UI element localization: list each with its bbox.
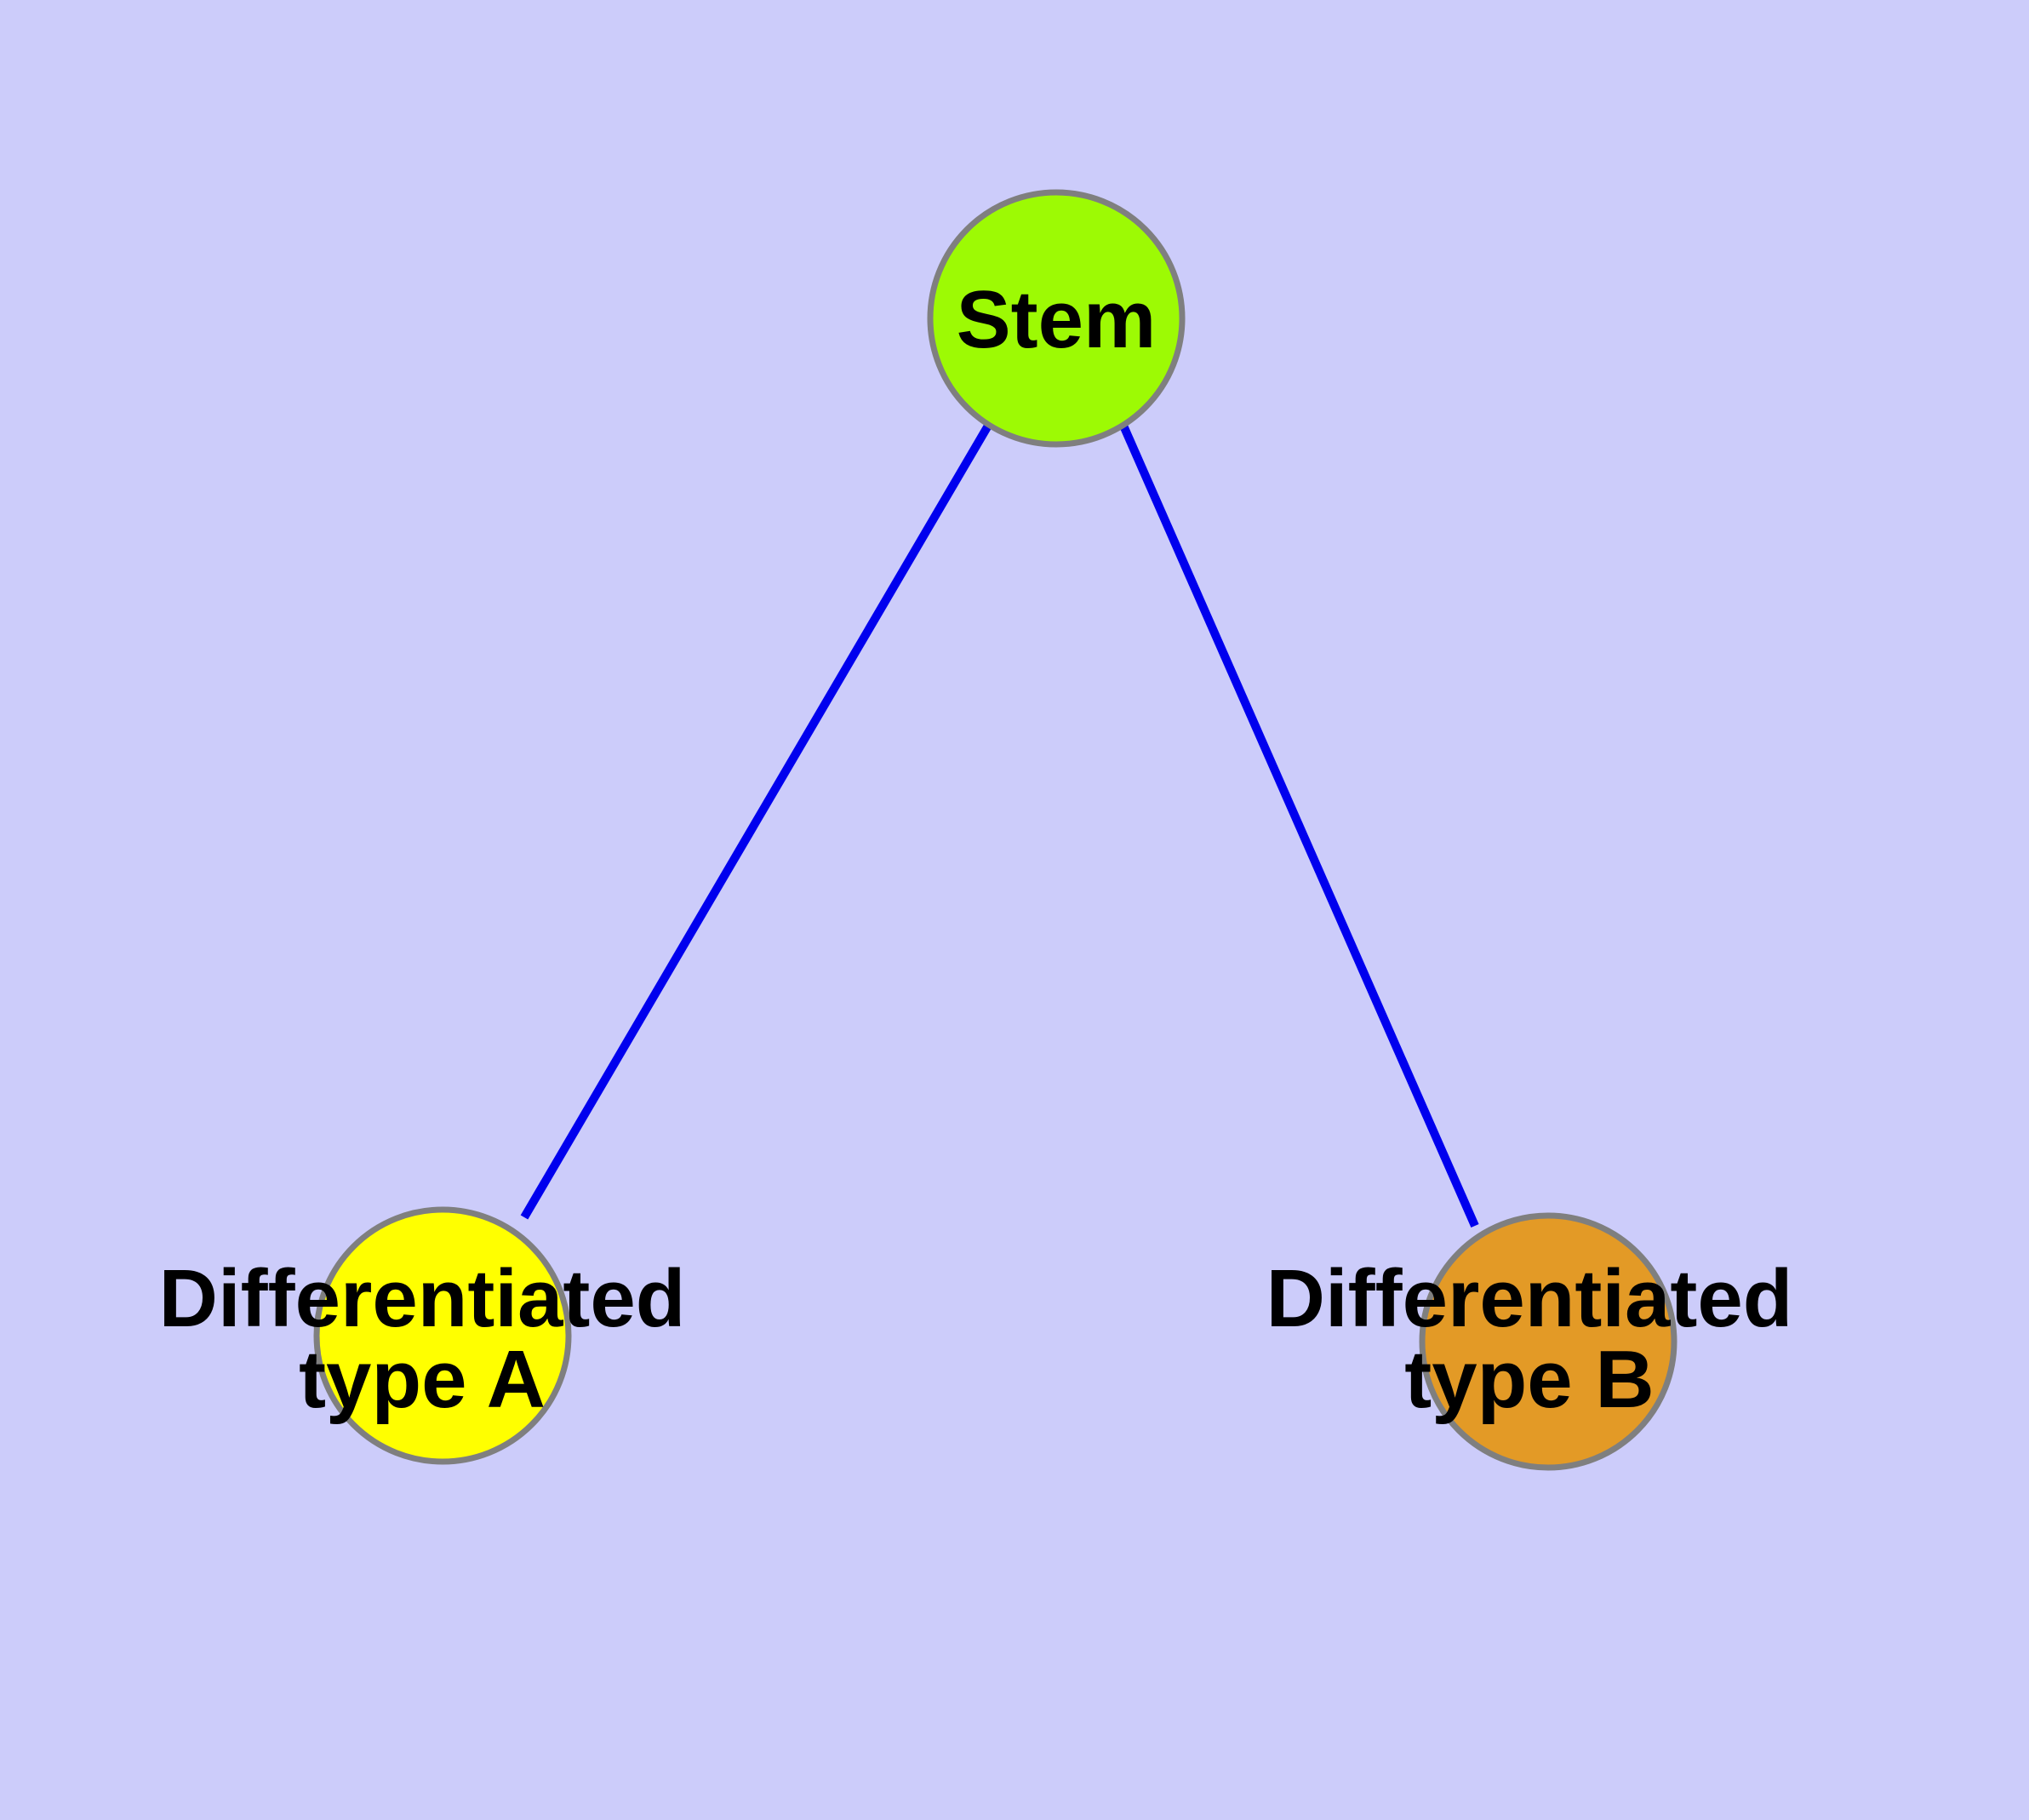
- leaf-labels-group: Differentiated type A Differentiated typ…: [159, 1253, 1793, 1425]
- node-differentiated-type-b-label-line-1: Differentiated: [1266, 1253, 1793, 1344]
- node-differentiated-type-a[interactable]: [313, 1206, 572, 1465]
- node-differentiated-type-b-label-line-2: type B: [1404, 1334, 1654, 1425]
- node-differentiated-type-a-label-line-2: type A: [299, 1334, 546, 1425]
- node-differentiated-type-a-label-line-1: Differentiated: [159, 1253, 686, 1344]
- edges-group: [520, 423, 1479, 1228]
- node-stem-circle[interactable]: [927, 189, 1186, 448]
- node-differentiated-type-b[interactable]: [1419, 1212, 1677, 1471]
- edge-stem-to-differentiated-type-a[interactable]: [520, 423, 992, 1220]
- node-stem[interactable]: Stem: [927, 189, 1186, 448]
- edge-stem-to-differentiated-type-b[interactable]: [1119, 423, 1479, 1228]
- nodes-group: Stem: [313, 189, 1677, 1471]
- node-differentiated-type-b-circle[interactable]: [1419, 1212, 1677, 1471]
- node-stem-label-line-1: Stem: [957, 274, 1157, 365]
- node-differentiated-type-a-circle[interactable]: [313, 1206, 572, 1465]
